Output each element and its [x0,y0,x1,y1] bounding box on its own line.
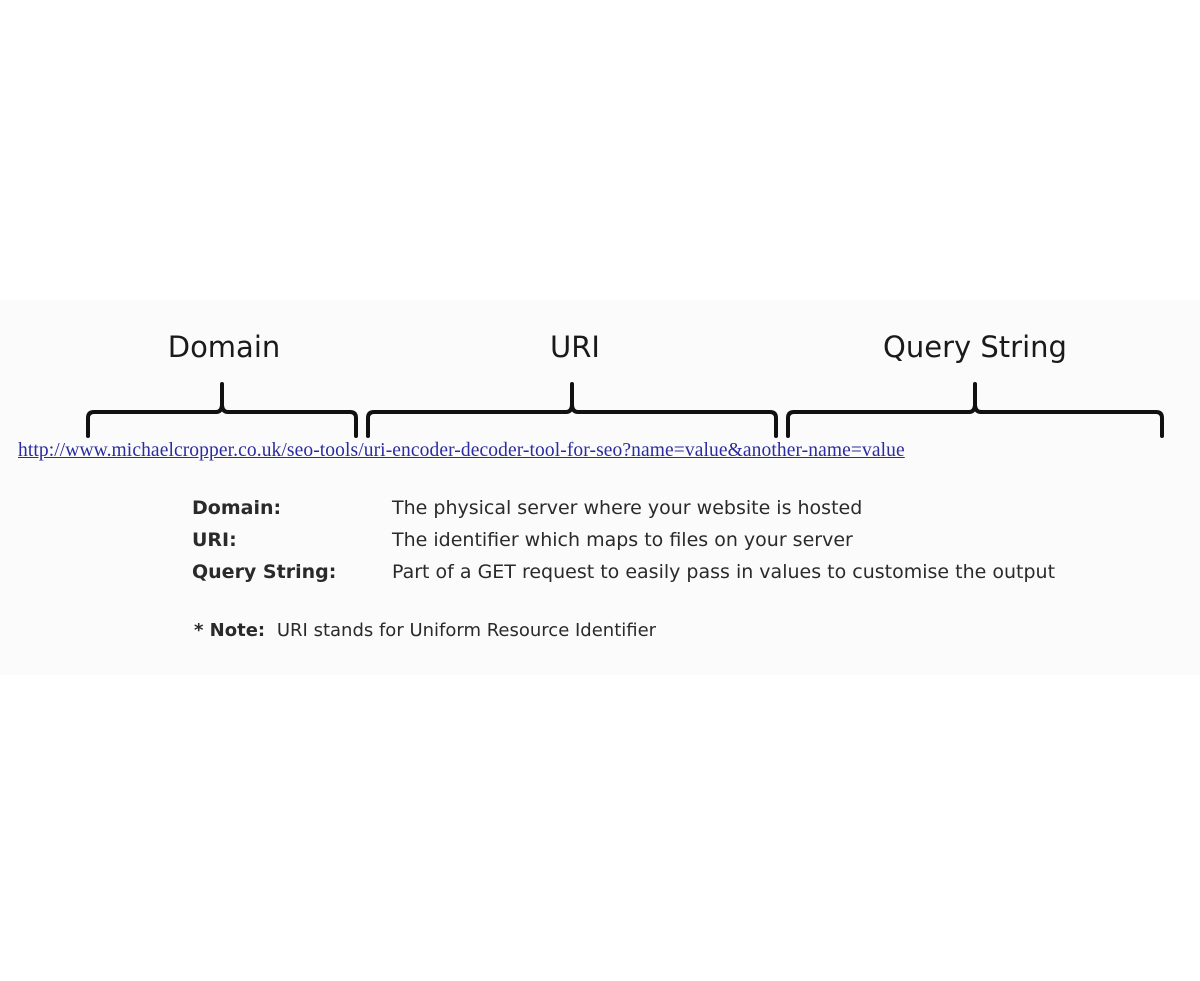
uri-brace [366,382,778,438]
url-domain-part: http://www.michaelcropper.co.uk/ [18,440,287,461]
example-url-link[interactable]: http://www.michaelcropper.co.uk/seo-tool… [18,440,1168,462]
definition-row-domain: Domain: The physical server where your w… [192,492,1055,524]
query-string-segment-label: Query String [883,330,1067,364]
uri-segment-label: URI [550,330,600,364]
definitions-list: Domain: The physical server where your w… [192,492,1055,588]
definition-row-uri: URI: The identifier which maps to files … [192,524,1055,556]
url-query-part: ?name=value&another-name=value [622,440,905,461]
query-string-brace [786,382,1164,438]
url-segment-braces [86,382,1164,438]
diagram-background [0,300,1200,675]
definition-description: The physical server where your website i… [392,497,863,519]
definition-description: Part of a GET request to easily pass in … [392,561,1056,583]
url-uri-part: seo-tools/uri-encoder-decoder-tool-for-s… [286,440,623,461]
definition-term: URI: [192,529,237,551]
definition-term: Query String: [192,561,337,583]
domain-segment-label: Domain [167,330,281,364]
note: * Note: URI stands for Uniform Resource … [194,620,656,641]
note-text: URI stands for Uniform Resource Identifi… [276,620,657,641]
note-prefix: * Note: [194,620,266,641]
domain-brace [86,382,358,438]
definition-description: The identifier which maps to files on yo… [392,529,853,551]
definition-row-query-string: Query String: Part of a GET request to e… [192,556,1055,588]
definition-term: Domain: [192,497,282,519]
